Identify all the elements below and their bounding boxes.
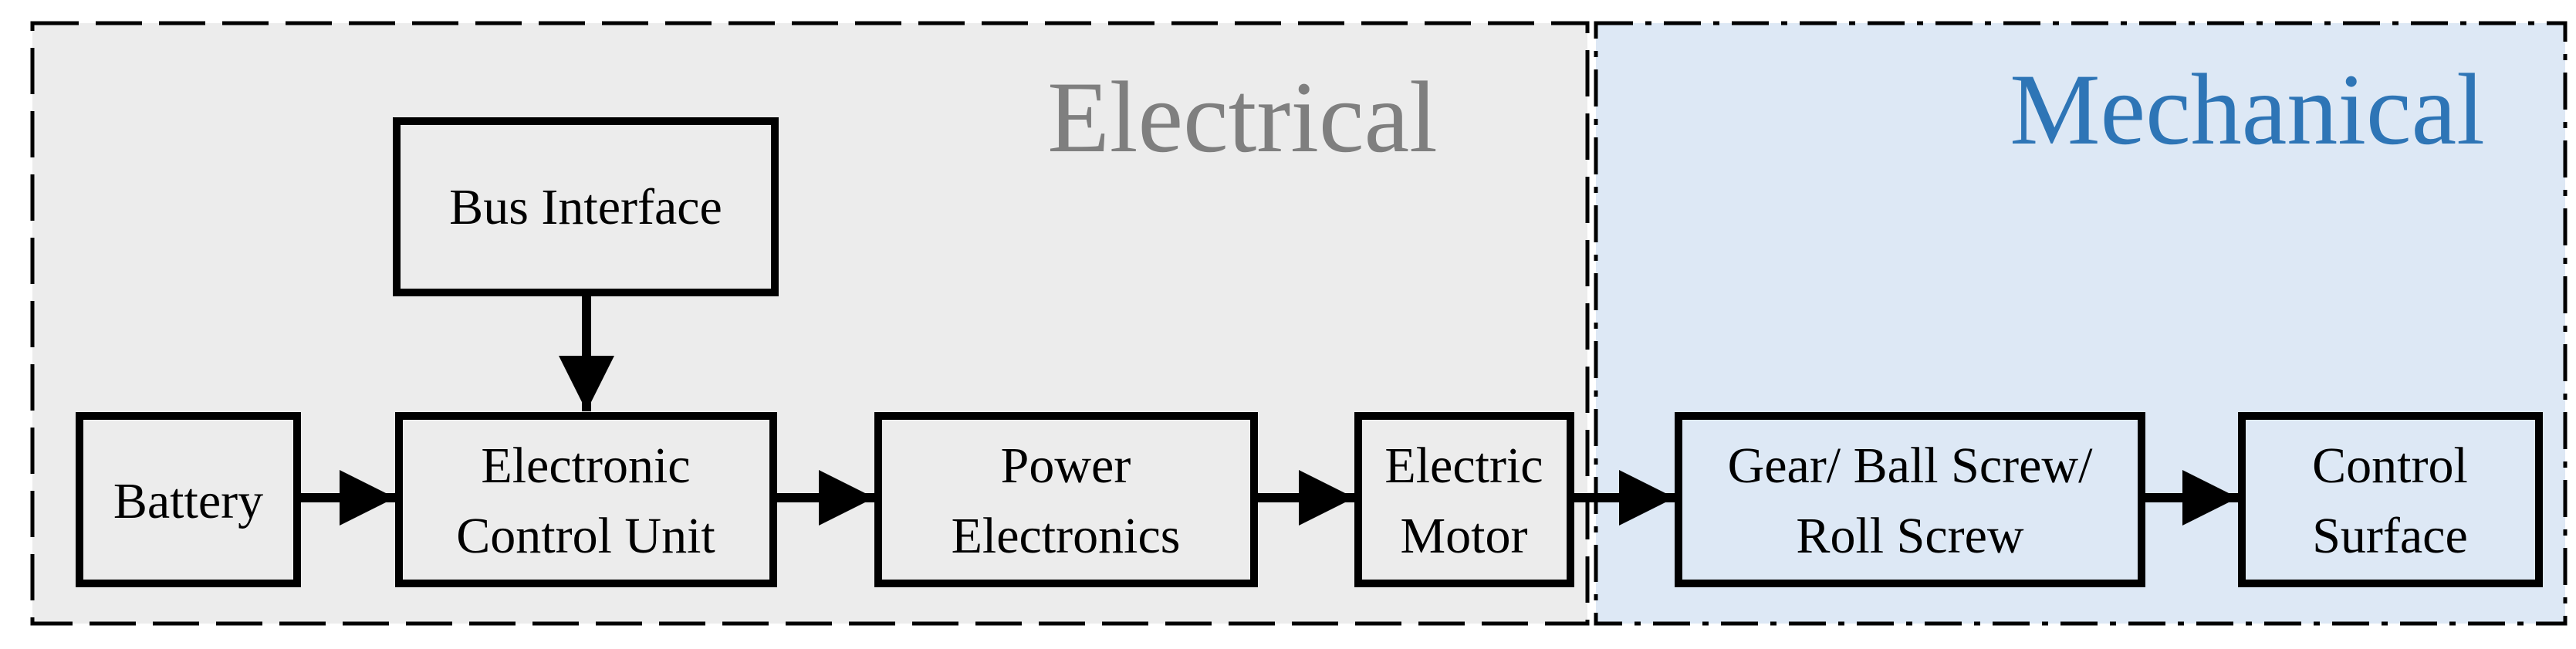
block-ecu-box [395,412,777,587]
block-battery-label: Battery [113,473,263,529]
block-ecu: Electronic Control Unit [395,412,777,587]
block-power-electronics-label-line2: Electronics [952,508,1181,564]
block-bus-interface-label: Bus Interface [449,179,722,235]
block-gear-screw-label-line1: Gear/ Ball Screw/ [1728,438,2093,494]
mechanical-region-title: Mechanical [2010,52,2485,166]
block-electric-motor: Electric Motor [1354,412,1574,587]
block-battery-box [76,412,301,587]
block-control-surface: Control Surface [2238,412,2543,587]
block-gear-screw: Gear/ Ball Screw/ Roll Screw [1675,412,2145,587]
block-gear-screw-box [1675,412,2145,587]
block-bus-interface-box [393,117,779,296]
block-gear-screw-label-line2: Roll Screw [1796,508,2023,564]
block-electric-motor-box [1354,412,1574,587]
block-power-electronics: Power Electronics [874,412,1258,587]
block-power-electronics-box [874,412,1258,587]
connections [299,295,2238,526]
block-ecu-label-line1: Electronic [481,438,690,494]
block-power-electronics-label-line1: Power [1001,438,1131,494]
block-control-surface-label-line1: Control [2312,438,2468,494]
block-control-surface-label-line2: Surface [2312,508,2468,564]
block-electric-motor-label-line1: Electric [1384,438,1543,494]
block-bus-interface: Bus Interface [393,117,779,296]
block-electric-motor-label-line2: Motor [1401,508,1528,564]
electrical-region-title: Electrical [1047,60,1438,174]
block-battery: Battery [76,412,301,587]
block-ecu-label-line2: Control Unit [456,508,715,564]
block-control-surface-box [2238,412,2543,587]
